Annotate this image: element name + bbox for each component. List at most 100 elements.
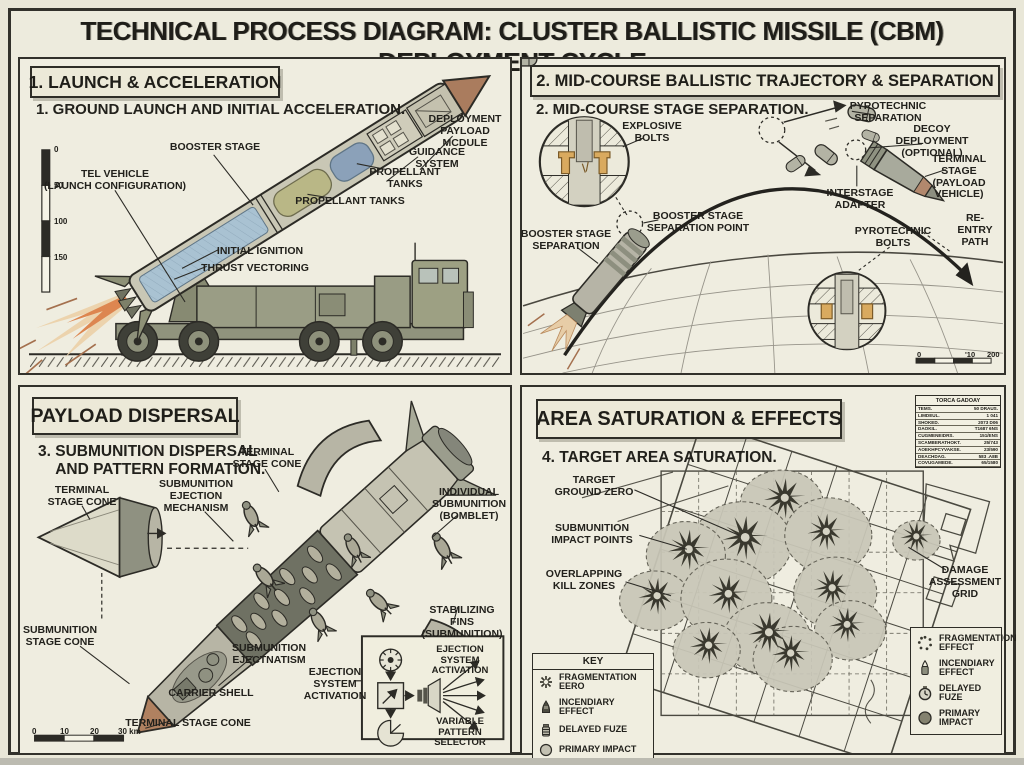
label-deployment-module: DEPLOYMENT PAYLOAD MCDULE	[428, 113, 502, 149]
section-header-text: PAYLOAD DISPERSAL	[30, 404, 240, 427]
exhaust-flame	[20, 293, 130, 373]
panel-area-saturation: AREA SATURATION & EFFECTS 4. TARGET AREA…	[520, 385, 1017, 761]
label-tel-vehicle: TEL VEHICLE (LAUNCH CONFIGURATION)	[43, 168, 187, 192]
label-stabilizing-fins: STABILIZING FINS (SUBMUNITION)	[421, 604, 503, 640]
primary-impact-icon	[539, 743, 553, 756]
label-guidance-system: GUIDANCE SYSTEM	[408, 146, 468, 170]
label-decoy-deployment: DECOY DEPLOYMENT (OPTIONAL)	[895, 123, 969, 159]
delayed-fuze-clock-icon	[918, 686, 932, 701]
key-title: KEY	[533, 654, 653, 670]
section-header-text: 1. LAUNCH & ACCELERATION	[28, 71, 282, 92]
key-item: INCENDIARY EFFECT	[533, 695, 653, 720]
table-row: SCAMBERATHOKT.25/743	[916, 439, 1000, 447]
label-propellant-tanks-upper: PROPELLANT TANKS	[369, 166, 444, 190]
label-separation-point: BOOSTER STAGE SEPARATION POINT	[646, 210, 750, 234]
label-submunition-cone: SUBMUNITION STAGE CONE	[22, 624, 98, 648]
legend-item: FRAGMENTATION EFFECT	[911, 631, 1017, 656]
effects-legend-box: FRAGMENTATION EFFECT INCENDIARY EFFECT D…	[910, 627, 1017, 735]
section-header-text: AREA SATURATION & EFFECTS	[535, 407, 843, 430]
section-header-text: 2. MID-COURSE BALLISTIC TRAJECTORY & SEP…	[536, 71, 994, 90]
label-booster-separation: BOOSTER STAGE SEPARATION	[520, 228, 612, 252]
legend-item: DELAYED FUZE	[911, 681, 1001, 706]
incendiary-icon	[542, 700, 550, 714]
explosive-bolts-inset	[538, 116, 630, 217]
label-ejection-system-inset: EJECTION SYSTEM ACTIVATION	[431, 644, 489, 677]
scale-tick: 10	[60, 727, 69, 736]
label-ejectnatism: SUBMUNITION EJECTNATISM	[231, 642, 307, 666]
key-item: PRIMARY IMPACT	[533, 740, 653, 760]
label-damage-assessment-grid: DAMAGE ASSESSMENT GRID	[928, 564, 1002, 600]
panel-launch-acceleration: 1. LAUNCH & ACCELERATION 1. GROUND LAUNC…	[18, 57, 512, 375]
data-table: TORCA GADOAY TEMS.50 DRAUS. LIMDEUL.1 04…	[915, 395, 1001, 469]
label-terminal-cone-left: TERMINAL STAGE CONE	[47, 484, 117, 508]
delayed-fuze-icon	[542, 723, 550, 737]
impact-bursts	[637, 477, 933, 673]
pyrotechnic-bolts-inset	[807, 228, 952, 351]
fragmentation-icon	[540, 676, 552, 689]
incendiary-effect-icon	[921, 660, 929, 676]
label-initial-ignition: INITIAL IGNITION	[216, 245, 304, 257]
label-impact-points: SUBMUNITION IMPACT POINTS	[551, 522, 633, 546]
section-header: 2. MID-COURSE BALLISTIC TRAJECTORY & SEP…	[530, 65, 1000, 97]
legend-item-label: INCENDIARY EFFECT	[939, 657, 995, 678]
ground-zero-mark	[737, 529, 753, 545]
trajectory-illustration	[522, 59, 1004, 373]
label-carrier-shell: CARRIER SHELL	[168, 687, 254, 699]
section-subtitle: 3. SUBMUNITION DISPERSAL AND PATTERN FOR…	[38, 443, 266, 479]
panel-midcourse-trajectory: 2. MID-COURSE BALLISTIC TRAJECTORY & SEP…	[520, 57, 1006, 375]
label-ejection-mechanism: SUBMUNITION EJECTION MECHANISM	[158, 478, 234, 514]
map-context-lines	[581, 471, 875, 724]
scale-tick: 30 km	[118, 727, 141, 736]
label-propellant-tanks-lower: PROPELLANT TANKS	[295, 195, 405, 207]
table-row: SHOKED.2073 D06	[916, 419, 1000, 427]
label-target-ground-zero: TARGET GROUND ZERO	[554, 474, 634, 498]
legend-item: PRIMARY IMPACT	[911, 706, 1001, 731]
scale-tick: 50	[54, 181, 63, 190]
kill-zones	[619, 469, 941, 693]
key-item: DELAYED FUZE	[533, 720, 653, 740]
table-row: DAOKIL.T1687 6NS	[916, 426, 1000, 434]
launch-illustration	[20, 75, 501, 373]
scale-tick: 100	[54, 217, 68, 226]
scale-tick: 0	[917, 350, 922, 359]
legend-item: INCENDIARY EFFECT	[911, 656, 1001, 681]
falling-booster-illustration	[527, 228, 650, 370]
table-row: LIMDEUL.1 041	[916, 412, 1000, 420]
section-header: 1. LAUNCH & ACCELERATION	[28, 66, 282, 98]
scale-tick: 0	[32, 727, 37, 736]
key-item-label: INCENDIARY EFFECT	[559, 696, 618, 717]
label-thrust-vectoring: THRUST VECTORING	[201, 262, 309, 274]
label-interstage-adapter: INTERSTAGE ADAPTER	[826, 187, 894, 211]
primary-impact-filled-icon	[918, 711, 932, 725]
legend-item-label: PRIMARY IMPACT	[939, 707, 983, 728]
scale-tick: 20	[90, 727, 99, 736]
fragmentation-effect-icon	[917, 636, 932, 651]
table-row: TEMS.50 DRAUS.	[916, 406, 1000, 413]
label-individual-bomblet: INDIVIDUAL SUBMUNITION (BOMBLET)	[431, 486, 507, 522]
scale-tick: 0	[54, 145, 59, 154]
leader-lines	[114, 135, 453, 303]
trajectory-arc	[563, 187, 974, 357]
section-subtitle: 4. TARGET AREA SATURATION.	[542, 449, 777, 466]
table-row: COVUGAMEDE.65/1580	[916, 460, 1000, 468]
key-item-label: DELAYED FUZE	[559, 724, 628, 735]
wheels	[117, 320, 403, 362]
globe-graticule	[522, 251, 1004, 373]
scale-tick: '10	[965, 350, 976, 359]
separated-debris	[522, 59, 882, 175]
terminal-cone-illustration	[36, 496, 163, 579]
leader-lines	[79, 468, 459, 729]
dispersal-guides	[101, 527, 249, 619]
leader-lines	[577, 110, 946, 264]
label-overlapping-kill-zones: OVERLAPPING KILL ZONES	[545, 568, 623, 592]
tel-vehicle-illustration	[115, 242, 474, 362]
scale-bar	[915, 357, 992, 364]
key-item-label: FRAGMENTATION EERO	[559, 672, 640, 692]
label-terminal-cone-top: TERMINAL STAGE CONE	[232, 446, 302, 470]
ejection-inset	[355, 635, 505, 747]
ground-line	[29, 353, 501, 368]
scale-tick: 200	[987, 350, 1000, 359]
section-subtitle: 1. GROUND LAUNCH AND INITIAL ACCELERATIO…	[36, 101, 406, 118]
data-table-title: TORCA GADOAY	[916, 396, 1000, 406]
label-ejection-system: EJECTION SYSTEM ACTIVATION	[303, 666, 367, 702]
